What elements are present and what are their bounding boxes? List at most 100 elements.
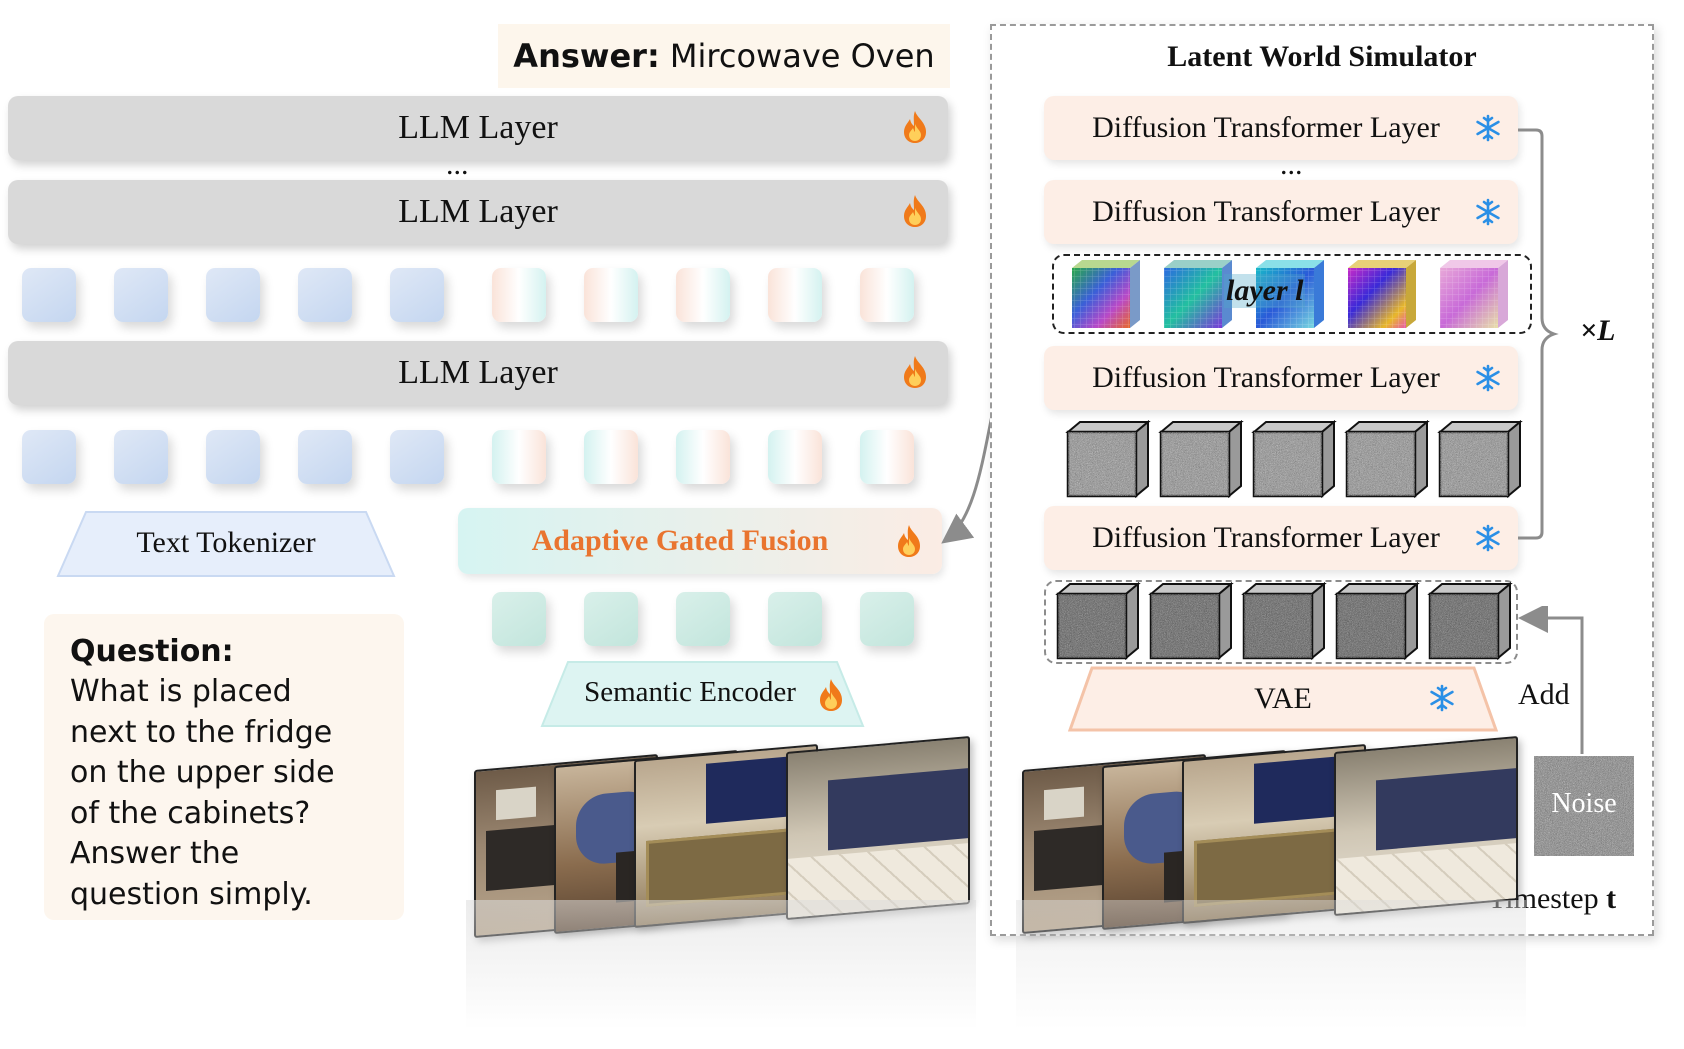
visual-token (492, 268, 546, 322)
text-token (22, 268, 76, 322)
llm-layer-bottom: LLM Layer (8, 341, 948, 405)
dit-label: Diffusion Transformer Layer (1092, 521, 1440, 554)
latent-cube (1334, 582, 1420, 661)
fusion-label: Adaptive Gated Fusion (531, 524, 829, 557)
semantic-token (492, 592, 546, 646)
dit-label: Diffusion Transformer Layer (1092, 111, 1440, 144)
question-line: What is placed (70, 674, 292, 709)
latent-cube (1158, 420, 1244, 499)
vae-label: VAE (1254, 682, 1312, 715)
question-line: question simply. (70, 876, 313, 912)
fused-token (768, 430, 822, 484)
noisy-latent-cubes (1055, 582, 1513, 661)
feature-cube (1164, 260, 1232, 328)
fire-icon (898, 525, 920, 557)
semantic-encoder-label: Semantic Encoder (584, 676, 796, 708)
fused-token (492, 430, 546, 484)
text-token (390, 430, 444, 484)
llm-layer-middle: LLM Layer (8, 180, 948, 244)
visual-token (584, 268, 638, 322)
text-tokenizer-label: Text Tokenizer (136, 526, 316, 559)
visual-token (860, 268, 914, 322)
fused-token (676, 430, 730, 484)
latent-cube (1437, 420, 1523, 499)
answer-box: Answer: Mircowave Oven (498, 24, 950, 88)
fire-icon (904, 195, 926, 227)
add-arrow (1518, 606, 1584, 754)
dit-label: Diffusion Transformer Layer (1092, 361, 1440, 394)
feature-cubes (1072, 260, 1508, 328)
latent-cube (1344, 420, 1430, 499)
text-token (22, 430, 76, 484)
semantic-token (860, 592, 914, 646)
repeat-bracket (1518, 128, 1559, 540)
snowflake-icon (1476, 524, 1500, 552)
adaptive-gated-fusion: Adaptive Gated Fusion (458, 508, 942, 574)
latent-cube (1055, 582, 1141, 661)
video-frame (786, 735, 970, 921)
latent-cube (1065, 420, 1151, 499)
latent-cube (1148, 582, 1234, 661)
layer-l-features (1052, 254, 1532, 334)
feature-cube (1072, 260, 1140, 328)
text-token (114, 268, 168, 322)
question-line: of the cabinets? (70, 795, 311, 831)
vae-shape (1068, 666, 1498, 732)
dit-layer-1: Diffusion Transformer Layer (1044, 96, 1518, 160)
latent-cubes-middle (1065, 420, 1523, 499)
repeat-label: ×L (1580, 314, 1616, 347)
noise-label: Noise (1551, 788, 1617, 819)
text-token (298, 268, 352, 322)
feature-cube (1348, 260, 1416, 328)
text-token (206, 268, 260, 322)
latent-cube (1251, 420, 1337, 499)
fire-icon (904, 356, 926, 388)
dit-layer-3: Diffusion Transformer Layer (1044, 346, 1518, 410)
latent-cube (1427, 582, 1513, 661)
feature-cube (1440, 260, 1508, 328)
text-tokenizer-shape (56, 511, 396, 577)
feature-cube (1256, 260, 1324, 328)
noise-tile (1534, 756, 1634, 856)
dit-layer-2: Diffusion Transformer Layer (1044, 180, 1518, 244)
question-line: next to the fridge (70, 714, 333, 750)
answer-text: Mircowave Oven (659, 37, 935, 75)
semantic-token (584, 592, 638, 646)
visual-token (676, 268, 730, 322)
fused-token (860, 430, 914, 484)
simulator-title: Latent World Simulator (1167, 40, 1477, 73)
dit-layer-4: Diffusion Transformer Layer (1044, 506, 1518, 570)
text-token (390, 268, 444, 322)
frames-reflection (466, 900, 976, 1030)
snowflake-icon (1476, 114, 1500, 142)
layer-l-label: layer l (1224, 274, 1306, 308)
snowflake-icon (1430, 684, 1454, 712)
answer-prefix: Answer: (513, 37, 660, 75)
dit-ellipsis: ... (1280, 148, 1303, 181)
text-token (298, 430, 352, 484)
llm-layer-label: LLM Layer (398, 109, 558, 146)
question-label: Question: (70, 634, 234, 669)
semantic-token (676, 592, 730, 646)
timestep-var: t (1606, 882, 1617, 915)
fused-token (584, 430, 638, 484)
latent-cube (1241, 582, 1327, 661)
text-token (206, 430, 260, 484)
dit-label: Diffusion Transformer Layer (1092, 195, 1440, 228)
question-box: Question: What is placed next to the fri… (44, 614, 404, 920)
llm-layer-label: LLM Layer (398, 354, 558, 391)
fire-icon (820, 679, 842, 711)
snowflake-icon (1476, 198, 1500, 226)
llm-ellipsis: ... (446, 148, 469, 181)
add-label: Add (1518, 678, 1570, 711)
llm-layer-label: LLM Layer (398, 193, 558, 230)
frames-reflection (1016, 900, 1526, 1030)
fire-icon (904, 111, 926, 143)
visual-token (768, 268, 822, 322)
semantic-token (768, 592, 822, 646)
semantic-encoder-shape (540, 661, 865, 727)
noisy-latents (1044, 580, 1518, 664)
video-frame (1334, 735, 1518, 917)
text-token (114, 430, 168, 484)
snowflake-icon (1476, 364, 1500, 392)
